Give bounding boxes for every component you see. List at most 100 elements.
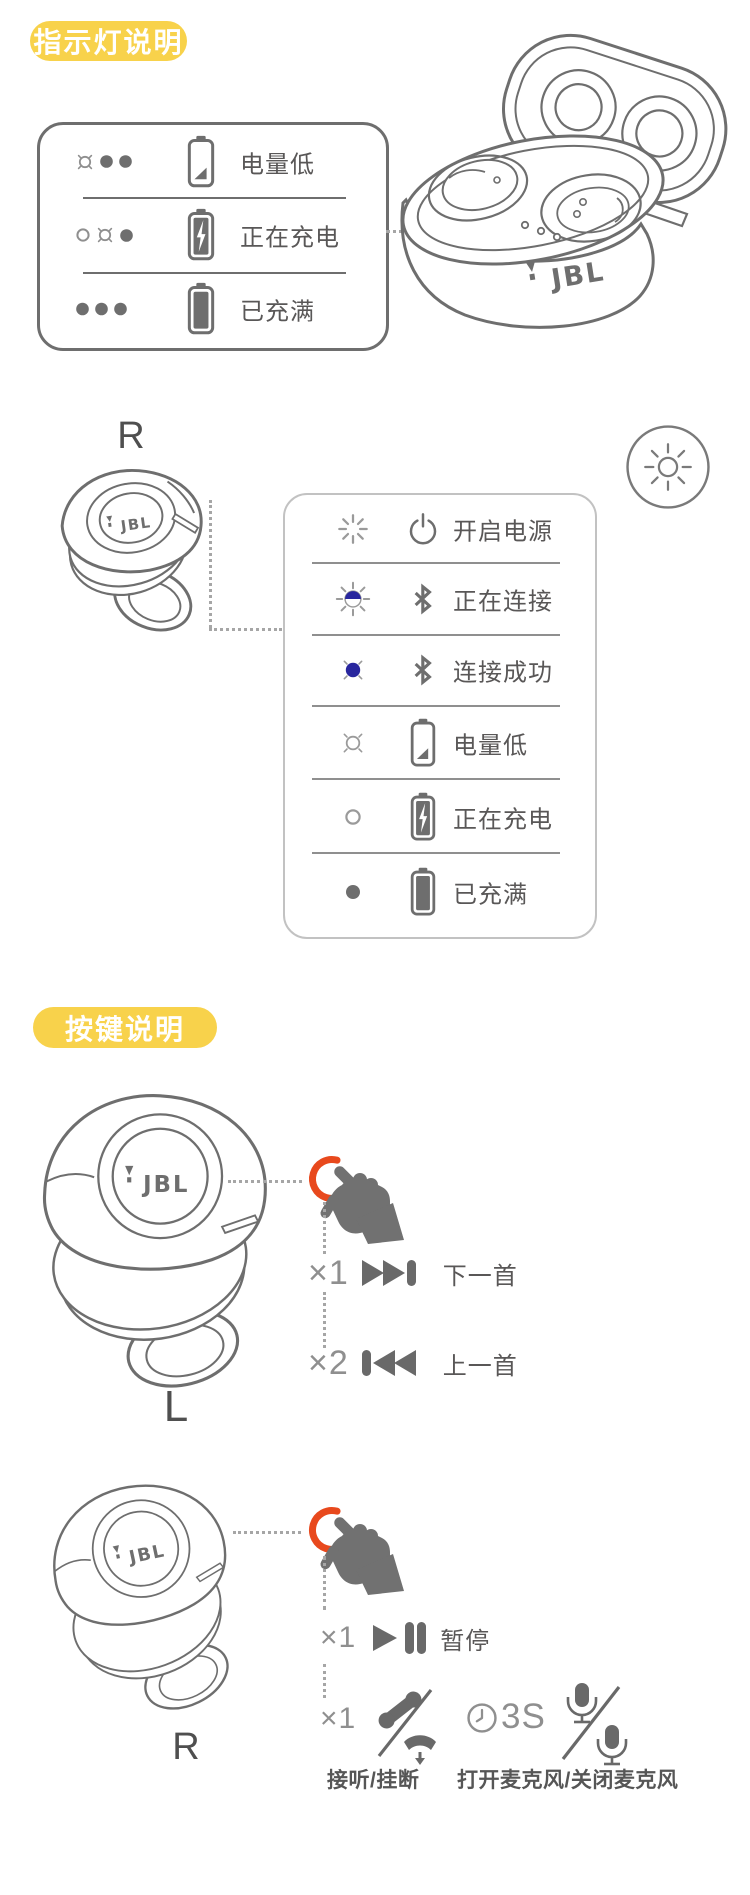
gesture-label: 暂停 [440, 1627, 491, 1655]
gesture-label: 接听/挂断 [327, 1769, 420, 1792]
table-row: 电量低 [285, 707, 595, 779]
table-row: 正在充电 [285, 781, 595, 853]
status-label: 正在充电 [453, 806, 553, 834]
battery-charging-icon [410, 791, 436, 841]
table-row: 电量低 [40, 125, 386, 198]
gesture-label: 打开麦克风/关闭麦克风 [457, 1769, 679, 1792]
case-led-dot [520, 220, 530, 230]
led-blue-solid-icon [343, 660, 363, 680]
status-label: 连接成功 [453, 659, 553, 687]
table-row: 已充满 [40, 272, 386, 346]
led-on-icon [100, 155, 113, 168]
charging-case-illustration: JBL [400, 33, 728, 329]
mic-off-icon [596, 1725, 628, 1766]
tap-gesture-icon [298, 1143, 403, 1243]
row-divider [83, 272, 346, 274]
hold-duration: 3S [501, 1697, 546, 1736]
connector-dotted-line [323, 1664, 326, 1698]
clock-icon [467, 1703, 497, 1733]
buttons-section-badge: 按键说明 [33, 1007, 217, 1048]
tap-count: ×1 [320, 1621, 357, 1654]
case-led-dot [536, 226, 546, 236]
earbud-side-label-r: R [172, 1726, 200, 1768]
mic-on-off-icon [561, 1683, 628, 1766]
led-state-blink-on-on [76, 153, 132, 171]
power-icon [409, 513, 437, 545]
led-off-icon [76, 228, 90, 242]
led-solid-icon [346, 885, 360, 899]
led-white-blinking-icon [343, 733, 363, 753]
connector-dotted-line [323, 1556, 326, 1610]
battery-low-icon [410, 717, 436, 767]
table-row: 正在连接 [285, 565, 595, 633]
mic-on-icon [566, 1683, 598, 1724]
led-on-icon [114, 302, 127, 316]
gesture-row: ×2 上一首 [308, 1342, 518, 1384]
gesture-label: 下一首 [442, 1262, 518, 1290]
buttons-badge-label: 按键说明 [64, 1013, 185, 1045]
connector-dotted-line [233, 1531, 301, 1534]
jbl-logo: JBL [525, 256, 607, 296]
tap-count: ×1 [320, 1702, 357, 1735]
status-label: 电量低 [240, 151, 315, 178]
table-row: 连接成功 [285, 635, 595, 705]
light-indicator-icon [626, 425, 710, 509]
gesture-label: 上一首 [442, 1352, 518, 1380]
led-state-on-on-on [76, 302, 127, 316]
right-earbud-illustration [38, 1468, 259, 1738]
row-divider [83, 197, 346, 199]
led-off-icon [345, 809, 361, 825]
connector-dotted-line [323, 1292, 326, 1348]
answer-hangup-icon [377, 1689, 436, 1765]
status-label: 已充满 [453, 881, 528, 909]
status-label: 开启电源 [453, 518, 553, 546]
led-on-icon [76, 302, 89, 316]
status-label: 电量低 [453, 732, 528, 760]
gesture-row: ×1 下一首 [308, 1252, 518, 1294]
next-track-icon [361, 1260, 416, 1286]
led-blinking-icon [77, 154, 93, 169]
led-state-off-blink-on [76, 226, 133, 244]
earbud-side-label-r: R [117, 415, 145, 457]
connector-dotted-line [323, 1202, 326, 1254]
status-label: 正在连接 [453, 588, 553, 616]
connector-dotted-line [209, 628, 282, 631]
slash-line [561, 1686, 621, 1760]
led-blinking-icon [97, 227, 113, 243]
row-divider [312, 562, 560, 564]
status-label: 已充满 [240, 298, 315, 326]
battery-low-icon [187, 133, 215, 187]
row-divider [312, 634, 560, 636]
tap-count: ×1 [308, 1253, 349, 1292]
tap-count: ×2 [308, 1343, 349, 1382]
indicator-section-badge: 指示灯说明 [30, 21, 187, 61]
led-on-icon [120, 228, 133, 242]
play-pause-icon [373, 1622, 427, 1654]
earbud-side-label-l: L [163, 1382, 189, 1431]
earbud-status-table: 开启电源 正在连接 [283, 493, 597, 939]
table-row: 正在充电 [40, 198, 386, 272]
bluetooth-icon [414, 656, 431, 684]
battery-charging-icon [187, 207, 215, 261]
right-earbud-illustration: JBL [60, 469, 203, 632]
indicator-badge-label: 指示灯说明 [33, 27, 184, 58]
led-white-blinking-icon [338, 514, 368, 544]
battery-full-icon [187, 281, 215, 335]
connector-dotted-line [209, 500, 212, 628]
row-divider [312, 705, 560, 707]
led-blue-blinking-icon [335, 581, 371, 617]
left-earbud-illustration [42, 1094, 267, 1399]
bluetooth-icon [414, 585, 431, 613]
row-divider [312, 778, 560, 780]
row-divider [312, 852, 560, 854]
previous-track-icon [361, 1350, 416, 1376]
jbl-logo: JBL [106, 514, 152, 535]
tap-gesture-icon [298, 1494, 403, 1594]
connector-dotted-line [228, 1180, 302, 1183]
case-led-dot [552, 232, 562, 242]
battery-full-icon [410, 866, 436, 916]
case-status-table: 电量低 正在充电 [37, 122, 389, 351]
table-row: 已充满 [285, 855, 595, 929]
gesture-row: ×1 暂停 [320, 1618, 490, 1658]
